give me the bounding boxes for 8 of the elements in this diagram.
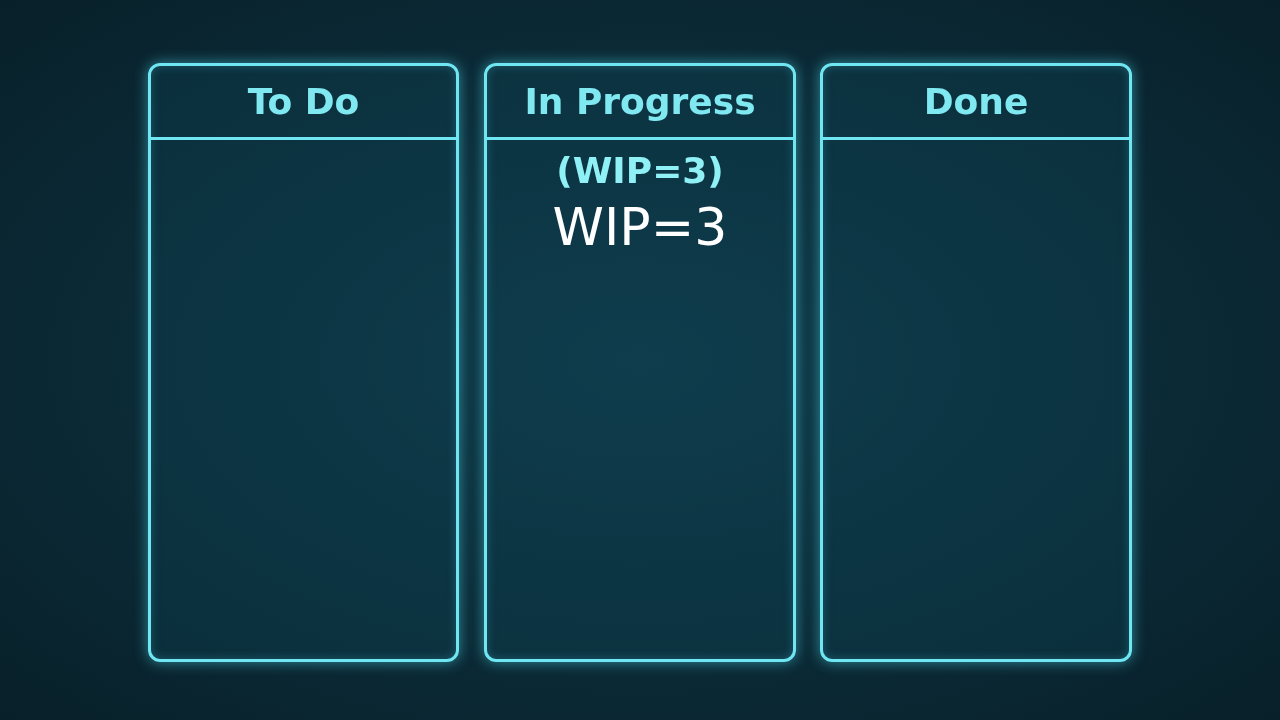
column-panel bbox=[484, 63, 796, 662]
wip-limit-label: (WIP=3) bbox=[556, 150, 724, 191]
column-header: Done bbox=[823, 66, 1129, 140]
column-panel bbox=[820, 63, 1132, 662]
wip-limit-text: WIP=3 bbox=[552, 197, 728, 257]
column-header: In Progress bbox=[487, 66, 793, 140]
column-panel bbox=[148, 63, 459, 662]
column-header: To Do bbox=[151, 66, 456, 140]
